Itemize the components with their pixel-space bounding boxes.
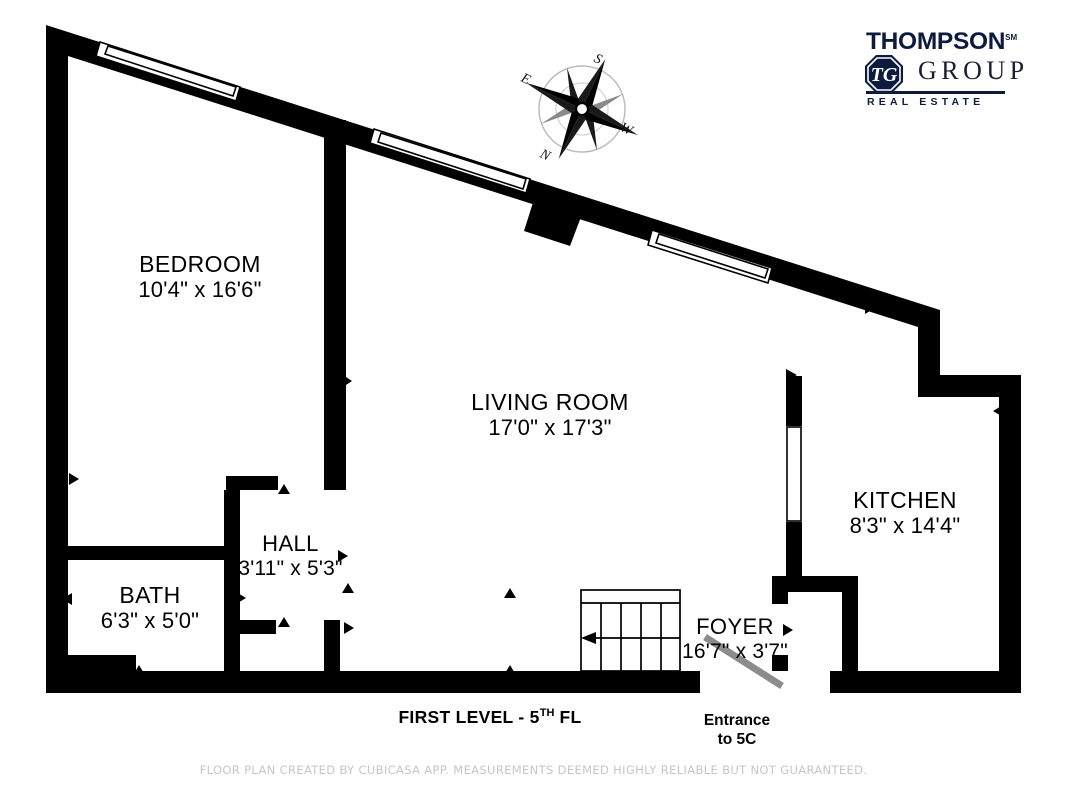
window-group-northwest	[95, 40, 241, 103]
entrance-caption: Entrance to 5C	[667, 711, 807, 750]
wall-kitchen-west-upper	[786, 376, 802, 426]
dimension-markers	[57, 38, 1003, 677]
wall-hall-west-upper	[224, 476, 240, 558]
room-name-foyer: FOYER	[696, 614, 774, 639]
level-caption-ordinal: TH	[539, 707, 555, 720]
tg-letters: TG	[871, 64, 898, 86]
wall-bath-east	[224, 546, 240, 626]
level-caption: FIRST LEVEL - 5TH FL	[300, 707, 680, 728]
doorway-bedroom	[68, 476, 160, 490]
room-name-bath: BATH	[119, 582, 181, 608]
brand-tagline: REAL ESTATE	[867, 96, 985, 108]
room-label-bedroom: BEDROOM 10'4" x 16'6"	[90, 251, 310, 302]
wall-bath-closet	[46, 655, 136, 671]
wall-pier	[524, 193, 584, 246]
compass-rose: N S E W	[512, 44, 652, 174]
room-name-kitchen: KITCHEN	[853, 487, 957, 513]
wall-kitchen-closet-west-lower	[772, 655, 788, 672]
level-caption-suffix: FL	[554, 707, 582, 727]
room-dimensions-bath: 6'3" x 5'0"	[100, 607, 200, 633]
entrance-line-2: to 5C	[717, 731, 757, 749]
compass-icon	[525, 59, 639, 159]
footer-disclaimer: FLOOR PLAN CREATED BY CUBICASA APP. MEAS…	[199, 763, 868, 777]
tg-monogram-icon: TG	[865, 55, 903, 93]
wall-closet-top	[228, 476, 278, 490]
entrance-door-swing	[703, 634, 784, 689]
octagon-shape	[865, 55, 903, 93]
room-name-bedroom: BEDROOM	[139, 251, 261, 277]
room-label-kitchen: KITCHEN 8'3" x 14'4"	[810, 487, 1000, 538]
brand-name-text: THOMPSON	[866, 28, 1006, 55]
compass-hub	[574, 101, 590, 117]
room-dimensions-hall: 3'11" x 5'3"	[238, 556, 343, 580]
doorway-bedroom-2	[160, 476, 226, 490]
window-group-north-mid	[369, 127, 531, 195]
room-dimensions-foyer: 16'7" x 3'7"	[682, 639, 788, 663]
wall-hall-west-lower	[224, 620, 240, 693]
room-label-bath: BATH 6'3" x 5'0"	[75, 582, 225, 633]
wall-structure	[46, 25, 1021, 693]
wall-bath-north	[46, 546, 240, 560]
entrance-line-1: Entrance	[703, 712, 771, 729]
stairs	[580, 589, 681, 672]
brand-divider	[866, 91, 1005, 94]
compass-major-points	[525, 59, 639, 159]
window-group-northeast	[647, 228, 773, 285]
doorway-hall-south	[276, 620, 324, 634]
wall-kitchen-closet-west-upper	[772, 576, 788, 604]
brand-name: THOMPSONSM	[866, 28, 1018, 55]
octagon-inner-ring	[867, 57, 901, 91]
window-kitchen-west	[786, 426, 802, 522]
room-name-hall: HALL	[262, 531, 319, 556]
wall-bedroom-east	[324, 120, 346, 480]
doorway-hall-north	[278, 476, 324, 490]
room-label-hall: HALL 3'11" x 5'3"	[228, 531, 353, 580]
wall-kitchen-closet-top	[772, 576, 858, 592]
room-label-living-room: LIVING ROOM 17'0" x 17'3"	[440, 389, 660, 440]
wall-kitchen-west-lower	[786, 522, 802, 580]
brand-trademark: SM	[1005, 32, 1018, 42]
wall-kitchen-closet-east	[842, 576, 858, 672]
level-caption-prefix: FIRST LEVEL - 5	[398, 707, 540, 727]
foyer-threshold	[700, 671, 830, 693]
wall-hall-east	[324, 620, 340, 693]
room-label-foyer: FOYER 16'7" x 3'7"	[660, 614, 810, 663]
brand-logo: THOMPSONSM TG GROUP REAL ESTATE	[862, 28, 1024, 112]
room-name-living-room: LIVING ROOM	[471, 389, 629, 415]
brand-group-word: GROUP	[918, 56, 1029, 85]
room-dimensions-bedroom: 10'4" x 16'6"	[138, 276, 262, 302]
room-dimensions-kitchen: 8'3" x 14'4"	[849, 512, 961, 538]
room-dimensions-living-room: 17'0" x 17'3"	[488, 414, 612, 440]
